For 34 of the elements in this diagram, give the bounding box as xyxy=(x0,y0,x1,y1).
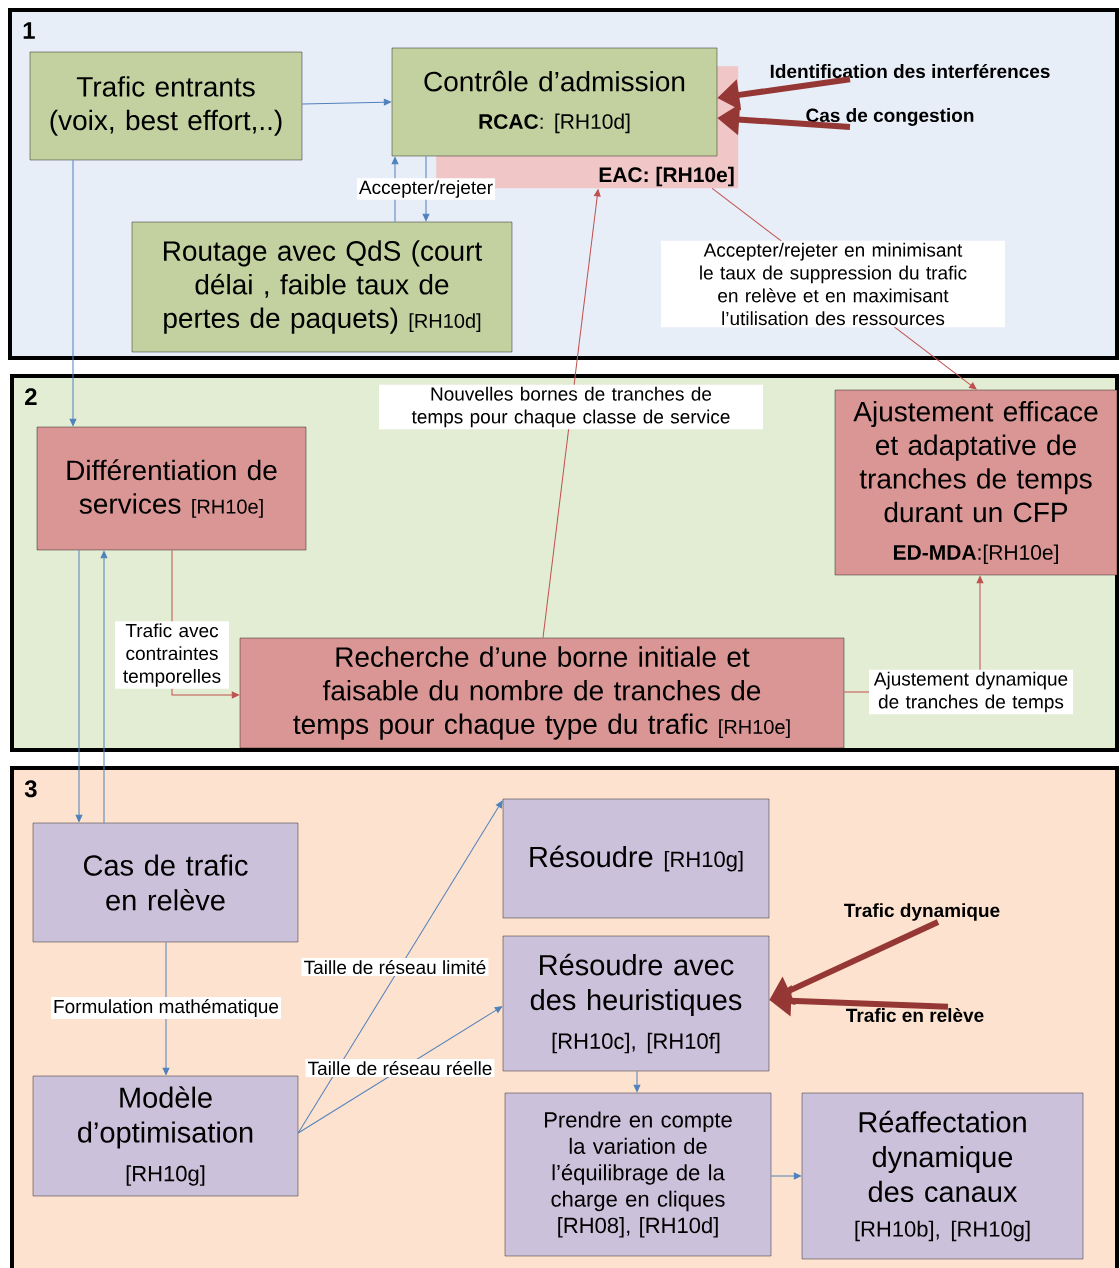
process-box: Résoudre avec des heuristiques [RH10c], [RH10f] xyxy=(502,935,770,1072)
process-box: Prendre en compte la variation de l’équilibrage de la charge en cliques [RH08], [RH10d] xyxy=(504,1092,772,1257)
process-box: Ajustement efficace et adaptative de tranches de temps durant un CFP ED-MDA:[RH10e] xyxy=(834,389,1118,576)
process-box: Modèle d’optimisation [RH10g] xyxy=(32,1075,299,1197)
annotation-text: Cas de congestion xyxy=(806,108,974,126)
arrow xyxy=(297,1006,503,1134)
arrow xyxy=(301,98,392,106)
edge-label: Ajustement dynamique de tranches de temps xyxy=(869,669,1073,715)
edge-label: Nouvelles bornes de tranches de temps pour chaque classe de service xyxy=(379,384,763,430)
edge-label: Accepter/rejeter xyxy=(356,178,496,200)
edge-label: Formulation mathématique xyxy=(51,997,281,1019)
process-box: Trafic entrants (voix, best effort,..) xyxy=(29,51,303,161)
process-box: Contrôle d’admission RCAC: [RH10d] xyxy=(391,47,718,157)
arrow xyxy=(633,1070,641,1093)
arrow xyxy=(297,800,503,1134)
edge-label: Trafic avec contraintes temporelles xyxy=(115,621,229,689)
process-box: Routage avec QdS (court délai , faible taux de pertes de paquets) [RH10d] xyxy=(131,221,513,353)
arrow xyxy=(75,549,83,823)
process-box: Réaffectation dynamique des canaux [RH10b], [RH10g] xyxy=(801,1092,1084,1260)
arrow xyxy=(69,159,77,427)
process-box: Résoudre [RH10g] xyxy=(502,798,770,919)
process-box: Cas de trafic en relève xyxy=(32,822,299,943)
arrow xyxy=(770,1172,802,1180)
panel-number: 1 xyxy=(23,22,35,39)
edge-label: Accepter/rejeter en minimisant le taux de suppression du trafic en relève et en maximisant l’utilisation des ressources xyxy=(661,240,1005,328)
process-box: Recherche d’une borne initiale et faisable du nombre de tranches de temps pour chaque type du trafic [RH10e] xyxy=(239,637,845,749)
panel-number: 3 xyxy=(24,780,37,798)
process-box: Différentiation de services [RH10e] xyxy=(36,426,307,551)
arrow xyxy=(100,550,108,824)
arrow xyxy=(542,189,601,639)
panel-number: 2 xyxy=(25,388,37,405)
annotation-text: Trafic dynamique xyxy=(844,903,1000,921)
annotation-text: Identification des interférences xyxy=(770,63,1050,79)
annotation-text: Trafic en relève xyxy=(846,1007,984,1023)
